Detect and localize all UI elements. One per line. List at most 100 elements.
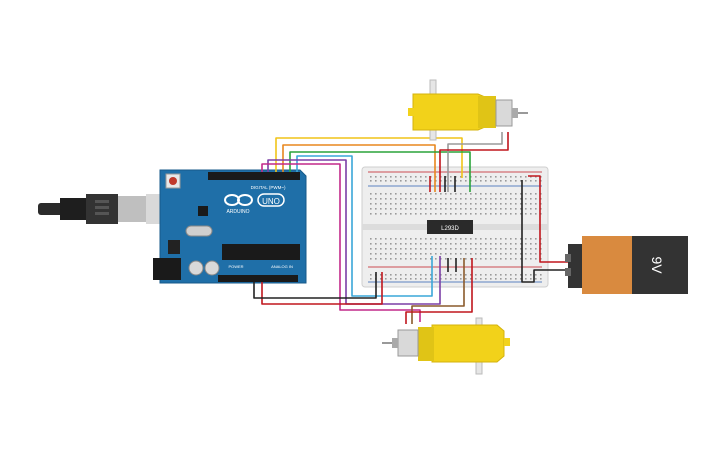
- breadboard-hole: [510, 208, 512, 210]
- breadboard-hole: [475, 198, 477, 200]
- breadboard-hole: [480, 176, 482, 178]
- breadboard-hole: [465, 243, 467, 245]
- breadboard-hole: [510, 213, 512, 215]
- breadboard-hole: [530, 253, 532, 255]
- breadboard-hole: [520, 248, 522, 250]
- breadboard-hole: [410, 278, 412, 280]
- breadboard-hole: [525, 274, 527, 276]
- dc-motor-icon[interactable]: [408, 79, 528, 141]
- breadboard-hole: [525, 198, 527, 200]
- breadboard-hole: [410, 274, 412, 276]
- breadboard-hole: [475, 213, 477, 215]
- breadboard-hole: [380, 274, 382, 276]
- breadboard-hole: [530, 248, 532, 250]
- breadboard-hole: [380, 193, 382, 195]
- dc-motor-icon-2[interactable]: [382, 317, 510, 375]
- breadboard-hole: [415, 198, 417, 200]
- wire-battery-red: [528, 175, 572, 263]
- breadboard-hole: [520, 238, 522, 240]
- wire-motor2-brown: [411, 258, 465, 324]
- breadboard-hole: [515, 243, 517, 245]
- breadboard-hole: [400, 258, 402, 260]
- breadboard-hole: [405, 253, 407, 255]
- breadboard-hole: [490, 180, 492, 182]
- breadboard-hole: [535, 238, 537, 240]
- breadboard-hole: [505, 243, 507, 245]
- breadboard-hole: [450, 258, 452, 260]
- breadboard-hole: [415, 238, 417, 240]
- breadboard-hole: [455, 243, 457, 245]
- breadboard-hole: [405, 176, 407, 178]
- breadboard-hole: [425, 253, 427, 255]
- breadboard-hole: [485, 176, 487, 178]
- breadboard-hole: [520, 203, 522, 205]
- breadboard-hole: [405, 248, 407, 250]
- breadboard-hole: [425, 193, 427, 195]
- battery-icon[interactable]: 9V: [565, 236, 688, 294]
- breadboard-hole: [510, 278, 512, 280]
- breadboard-hole: [450, 198, 452, 200]
- breadboard-hole: [400, 243, 402, 245]
- breadboard-hole: [390, 243, 392, 245]
- breadboard-hole: [470, 193, 472, 195]
- breadboard-hole: [520, 213, 522, 215]
- breadboard-hole: [480, 253, 482, 255]
- breadboard-hole: [455, 203, 457, 205]
- breadboard-hole: [515, 208, 517, 210]
- breadboard-hole: [390, 248, 392, 250]
- breadboard-hole: [430, 278, 432, 280]
- breadboard-hole: [370, 258, 372, 260]
- breadboard-hole: [520, 253, 522, 255]
- breadboard-hole: [520, 176, 522, 178]
- breadboard-hole: [485, 243, 487, 245]
- analog-power-header[interactable]: [218, 275, 298, 282]
- breadboard-hole: [495, 198, 497, 200]
- breadboard-hole: [490, 278, 492, 280]
- analog-header-label: ANALOG IN: [271, 264, 293, 269]
- breadboard-hole: [440, 253, 442, 255]
- breadboard-hole: [515, 258, 517, 260]
- breadboard-hole: [395, 248, 397, 250]
- breadboard-hole: [525, 176, 527, 178]
- breadboard-hole: [400, 278, 402, 280]
- breadboard-hole: [385, 180, 387, 182]
- breadboard-hole: [490, 238, 492, 240]
- breadboard-hole: [395, 208, 397, 210]
- breadboard-hole: [475, 176, 477, 178]
- arduino-uno-board[interactable]: UNO ARDUINO DIGITAL (PWM~) POWER ANALOG …: [153, 169, 307, 284]
- breadboard-hole: [385, 176, 387, 178]
- arduino-logo: UNO ARDUINO: [224, 193, 285, 215]
- breadboard-hole: [425, 278, 427, 280]
- power-jack: [153, 258, 181, 280]
- breadboard-hole: [505, 274, 507, 276]
- breadboard-hole: [515, 274, 517, 276]
- breadboard-hole: [500, 193, 502, 195]
- breadboard-hole: [420, 198, 422, 200]
- breadboard-hole: [405, 213, 407, 215]
- breadboard-hole: [425, 243, 427, 245]
- breadboard-hole: [370, 208, 372, 210]
- breadboard-hole: [485, 248, 487, 250]
- breadboard-hole: [410, 198, 412, 200]
- breadboard-hole: [475, 203, 477, 205]
- breadboard-hole: [375, 198, 377, 200]
- breadboard-hole: [530, 278, 532, 280]
- breadboard-hole: [390, 274, 392, 276]
- breadboard-hole: [485, 274, 487, 276]
- breadboard-hole: [500, 203, 502, 205]
- breadboard-hole: [410, 238, 412, 240]
- breadboard-hole: [465, 198, 467, 200]
- breadboard-hole: [425, 274, 427, 276]
- breadboard-hole: [490, 258, 492, 260]
- breadboard-hole: [455, 278, 457, 280]
- breadboard-hole: [420, 193, 422, 195]
- breadboard-hole: [510, 248, 512, 250]
- breadboard-hole: [495, 274, 497, 276]
- breadboard-hole: [500, 208, 502, 210]
- breadboard-hole: [425, 198, 427, 200]
- breadboard-hole: [405, 180, 407, 182]
- breadboard-hole: [380, 243, 382, 245]
- wire-orange-top: [282, 144, 436, 192]
- breadboard-hole: [405, 274, 407, 276]
- digital-header[interactable]: [208, 172, 300, 180]
